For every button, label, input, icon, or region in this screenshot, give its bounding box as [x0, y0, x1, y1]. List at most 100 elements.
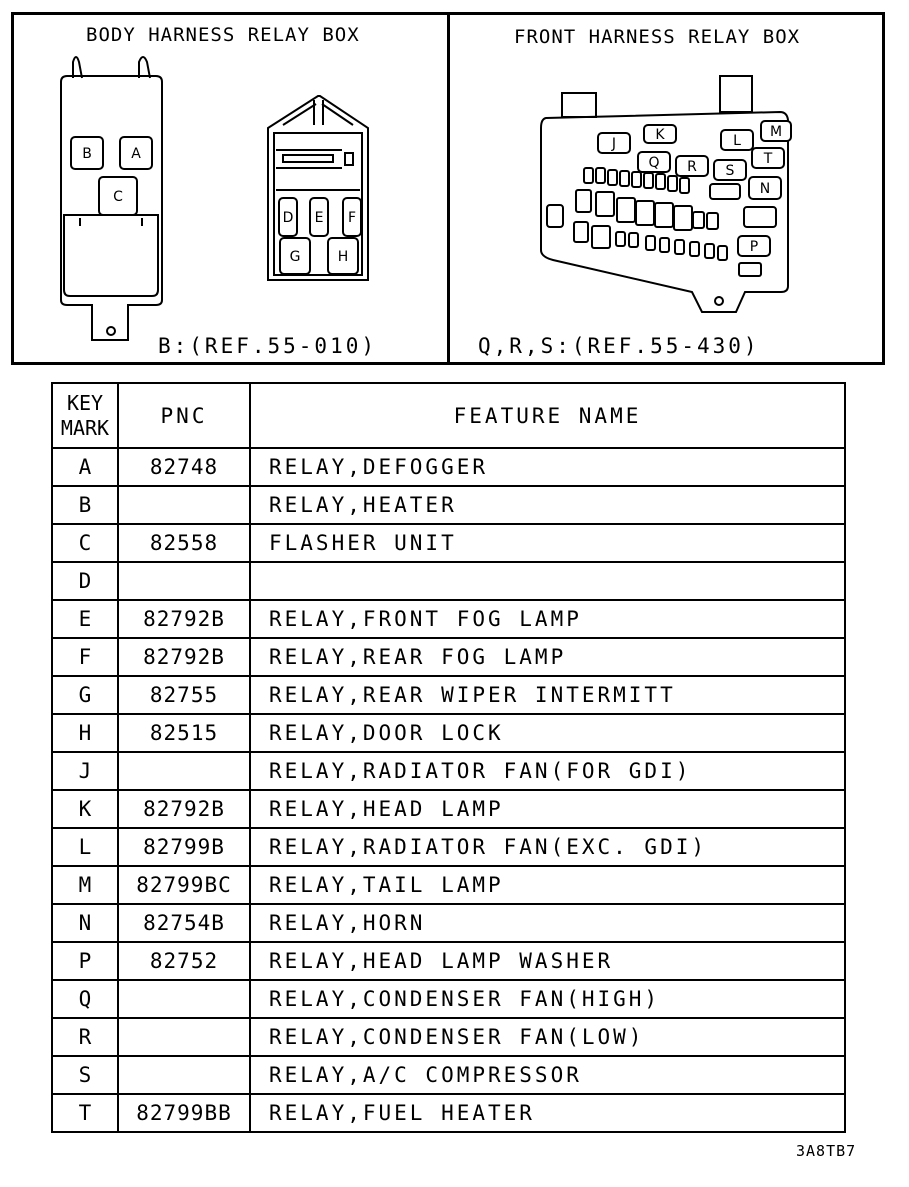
- relay-l: L: [720, 129, 754, 151]
- pnc-cell: [117, 751, 251, 791]
- relay-label: B: [82, 146, 92, 162]
- relay-p: P: [737, 235, 771, 257]
- relay-c: C: [98, 176, 138, 216]
- key-mark-cell: A: [51, 447, 119, 487]
- relay-label: D: [283, 210, 294, 226]
- pnc-cell: 82799B: [117, 827, 251, 867]
- key-mark-cell: G: [51, 675, 119, 715]
- relay-g: G: [279, 237, 311, 275]
- pnc-cell: [117, 1017, 251, 1057]
- relay-q: Q: [637, 151, 671, 173]
- key-mark-cell: S: [51, 1055, 119, 1095]
- key-mark-cell: R: [51, 1017, 119, 1057]
- pnc-cell: [117, 1055, 251, 1095]
- feature-name-cell: RELAY,HEATER: [249, 485, 846, 525]
- relay-f: F: [342, 197, 362, 237]
- key-mark-cell: E: [51, 599, 119, 639]
- relay-label: J: [611, 136, 616, 152]
- relay-d: D: [278, 197, 298, 237]
- feature-name-cell: FLASHER UNIT: [249, 523, 846, 563]
- pnc-cell: 82752: [117, 941, 251, 981]
- key-header-line1: KEY: [66, 390, 104, 415]
- relay-box-shape: [643, 124, 677, 144]
- relay-label: G: [290, 249, 301, 265]
- pnc-cell: [117, 485, 251, 525]
- relay-label: S: [726, 163, 735, 179]
- relay-r: R: [675, 155, 709, 177]
- pnc-cell: [117, 561, 251, 601]
- relay-a: A: [119, 136, 153, 170]
- body-box-reference: B:(REF.55-010): [158, 334, 378, 358]
- key-mark-cell: P: [51, 941, 119, 981]
- relay-h: H: [327, 237, 359, 275]
- key-mark-header: KEY MARK: [51, 382, 119, 449]
- key-mark-cell: M: [51, 865, 119, 905]
- key-mark-cell: D: [51, 561, 119, 601]
- relay-m: M: [760, 120, 792, 142]
- pnc-header: PNC: [117, 382, 251, 449]
- relay-box-shape: [637, 151, 671, 173]
- relay-label: E: [315, 210, 324, 226]
- feature-name-cell: RELAY,A/C COMPRESSOR: [249, 1055, 846, 1095]
- front-box-reference: Q,R,S:(REF.55-430): [478, 334, 760, 358]
- front-harness-title: FRONT HARNESS RELAY BOX: [514, 26, 801, 48]
- key-mark-cell: Q: [51, 979, 119, 1019]
- key-header-line2: MARK: [60, 415, 110, 440]
- pnc-cell: 82792B: [117, 599, 251, 639]
- body-relay-box-outline: [60, 56, 163, 341]
- relay-label: N: [760, 181, 770, 197]
- key-mark-cell: K: [51, 789, 119, 829]
- pnc-cell: 82792B: [117, 789, 251, 829]
- key-mark-cell: L: [51, 827, 119, 867]
- feature-name-cell: RELAY,DOOR LOCK: [249, 713, 846, 753]
- feature-name-cell: RELAY,FRONT FOG LAMP: [249, 599, 846, 639]
- relay-s: S: [713, 159, 747, 181]
- body-harness-title: BODY HARNESS RELAY BOX: [86, 24, 360, 46]
- relay-b: B: [70, 136, 104, 170]
- relay-label: K: [655, 127, 665, 143]
- relay-box-shape: [327, 237, 359, 275]
- key-mark-cell: F: [51, 637, 119, 677]
- pnc-cell: 82799BB: [117, 1093, 251, 1133]
- relay-label: T: [763, 151, 773, 167]
- feature-name-cell: RELAY,RADIATOR FAN(EXC. GDI): [249, 827, 846, 867]
- feature-name-cell: RELAY,HEAD LAMP WASHER: [249, 941, 846, 981]
- key-mark-cell: H: [51, 713, 119, 753]
- feature-name-cell: RELAY,CONDENSER FAN(HIGH): [249, 979, 846, 1019]
- feature-name-cell: RELAY,REAR WIPER INTERMITT: [249, 675, 846, 715]
- relay-label: P: [750, 239, 758, 255]
- table-header-row: KEY MARK PNC FEATURE NAME: [51, 382, 846, 449]
- pnc-cell: 82799BC: [117, 865, 251, 905]
- feature-name-cell: RELAY,RADIATOR FAN(FOR GDI): [249, 751, 846, 791]
- relay-box-shape: [119, 136, 153, 170]
- relay-k: K: [643, 124, 677, 144]
- relay-box-shape: [751, 147, 785, 169]
- relay-j: J: [597, 132, 631, 154]
- feature-name-cell: RELAY,TAIL LAMP: [249, 865, 846, 905]
- feature-name-cell: RELAY,HEAD LAMP: [249, 789, 846, 829]
- relay-label: A: [131, 146, 141, 162]
- relay-t: T: [751, 147, 785, 169]
- relay-box-shape: [748, 176, 782, 200]
- relay-box-shape: [737, 235, 771, 257]
- key-mark-cell: C: [51, 523, 119, 563]
- feature-name-cell: RELAY,REAR FOG LAMP: [249, 637, 846, 677]
- relay-box-shape: [98, 176, 138, 216]
- relay-box-shape: [675, 155, 709, 177]
- relay-label: H: [338, 249, 349, 265]
- feature-name-cell: RELAY,FUEL HEATER: [249, 1093, 846, 1133]
- relay-n: N: [748, 176, 782, 200]
- pnc-cell: 82515: [117, 713, 251, 753]
